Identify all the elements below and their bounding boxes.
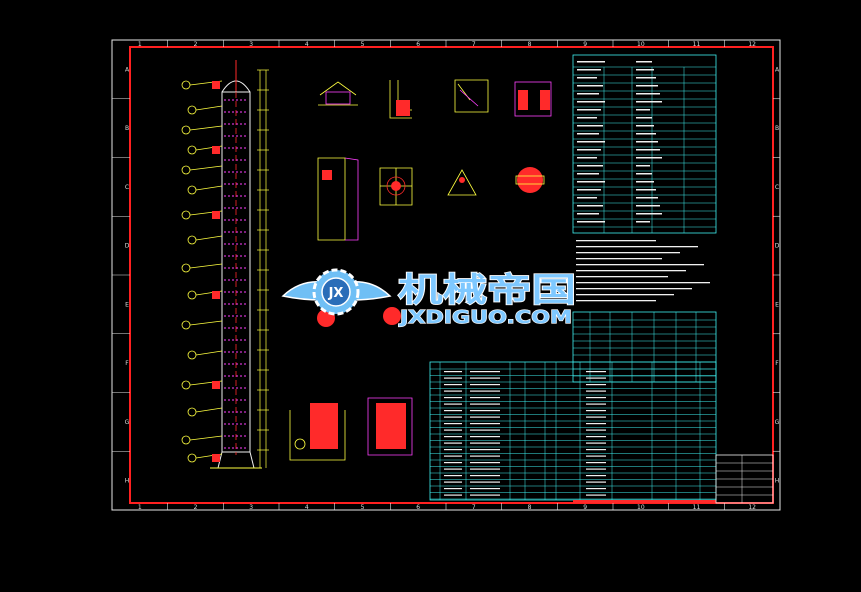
zone-column-label-top: 11 [693,41,701,48]
technical-data-table [572,54,717,234]
zone-column-label-top: 10 [637,41,645,48]
zone-row-label-right: G [775,419,780,426]
zone-column-label-top: 2 [194,41,198,48]
zone-row-label-left: G [125,419,130,426]
zone-row-label-left: C [125,184,129,191]
zone-column-label-top: 7 [472,41,476,48]
zone-row-label-right: H [775,478,780,485]
zone-column-label-top: 5 [361,41,365,48]
zone-row-label-right: B [775,125,779,132]
zone-row-label-left: E [125,301,129,308]
zone-column-label-bottom: 9 [583,504,587,511]
zone-row-label-right: E [775,301,779,308]
zone-column-label-top: 9 [583,41,587,48]
zone-row-label-left: F [125,360,129,367]
zone-column-label-bottom: 10 [637,504,645,511]
watermark: JX 机械帝国 JXDIGUO.COM [281,268,577,329]
weld-mark [383,307,401,325]
zone-column-label-top: 8 [528,41,532,48]
zone-row-label-right: C [775,184,779,191]
zone-column-label-bottom: 5 [361,504,365,511]
zone-column-label-bottom: 7 [472,504,476,511]
zone-column-label-bottom: 6 [416,504,420,511]
zone-row-label-left: D [125,243,130,250]
zone-column-label-top: 4 [305,41,309,48]
zone-column-label-bottom: 4 [305,504,309,511]
zone-ticks [112,40,780,510]
zone-row-label-right: A [775,66,780,73]
zone-column-label-top: 3 [249,41,253,48]
zone-row-label-right: D [775,243,780,250]
detail-views [289,79,552,461]
zone-column-label-bottom: 3 [249,504,253,511]
zone-column-label-bottom: 11 [693,504,701,511]
zone-row-label-left: H [125,478,130,485]
bill-of-materials-table [429,361,717,503]
watermark-logo-letters: JX [328,286,344,301]
zone-column-label-bottom: 1 [138,504,142,511]
zone-column-label-top: 6 [416,41,420,48]
watermark-en-text: JXDIGUO.COM [398,307,572,328]
zone-row-label-right: F [775,360,779,367]
watermark-cn-text: 机械帝国 [398,270,576,309]
zone-row-label-left: A [125,66,130,73]
zone-column-label-top: 12 [748,41,756,48]
title-block [715,454,774,504]
zone-row-label-left: B [125,125,129,132]
zone-column-label-bottom: 12 [748,504,756,511]
technical-notes [576,240,710,302]
zone-column-label-bottom: 8 [528,504,532,511]
column-vessel-elevation [181,60,269,469]
zone-column-label-top: 1 [138,41,142,48]
zone-column-label-bottom: 2 [194,504,198,511]
